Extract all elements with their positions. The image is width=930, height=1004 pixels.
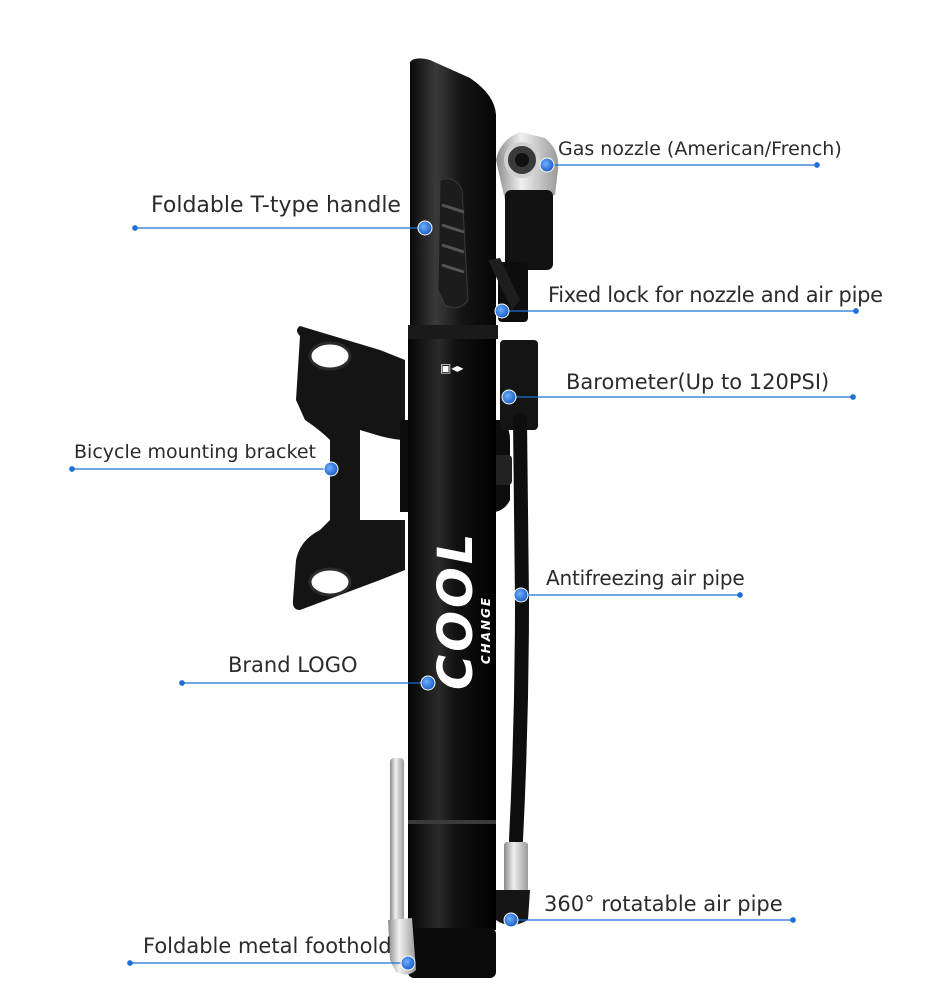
callout-barometer: Barometer(Up to 120PSI): [566, 370, 830, 394]
bracket-dot: [323, 461, 339, 477]
pump-barrel-shape: ▣◂▸: [408, 330, 496, 978]
callout-rotatable: 360° rotatable air pipe: [544, 892, 783, 916]
logo-dot: [420, 675, 436, 691]
barometer-dot: [501, 389, 517, 405]
callout-pipe: Antifreezing air pipe: [546, 566, 745, 590]
handle-dot: [417, 220, 433, 236]
callout-dots: [323, 157, 555, 971]
handle-shape: [408, 58, 498, 339]
lock-dot: [494, 303, 510, 319]
air-hose-shape: [496, 413, 530, 925]
nozzle-dot: [539, 157, 555, 173]
callout-nozzle: Gas nozzle (American/French): [558, 138, 842, 160]
nozzle-shape: [488, 132, 559, 430]
foothold-dot: [400, 955, 416, 971]
brand-logo: COOL CHANGE: [428, 530, 493, 690]
brand-logo-main: COOL: [428, 530, 484, 690]
pipe-dot: [513, 587, 529, 603]
callout-lines: [69, 162, 859, 966]
svg-text:▣◂▸: ▣◂▸: [440, 361, 463, 375]
callout-handle: Foldable T-type handle: [151, 193, 401, 218]
rotatable-dot: [503, 912, 519, 928]
callout-logo: Brand LOGO: [228, 653, 358, 677]
callout-bracket: Bicycle mounting bracket: [74, 441, 316, 463]
callout-foothold: Foldable metal foothold: [143, 934, 392, 958]
callout-lock: Fixed lock for nozzle and air pipe: [548, 283, 883, 307]
